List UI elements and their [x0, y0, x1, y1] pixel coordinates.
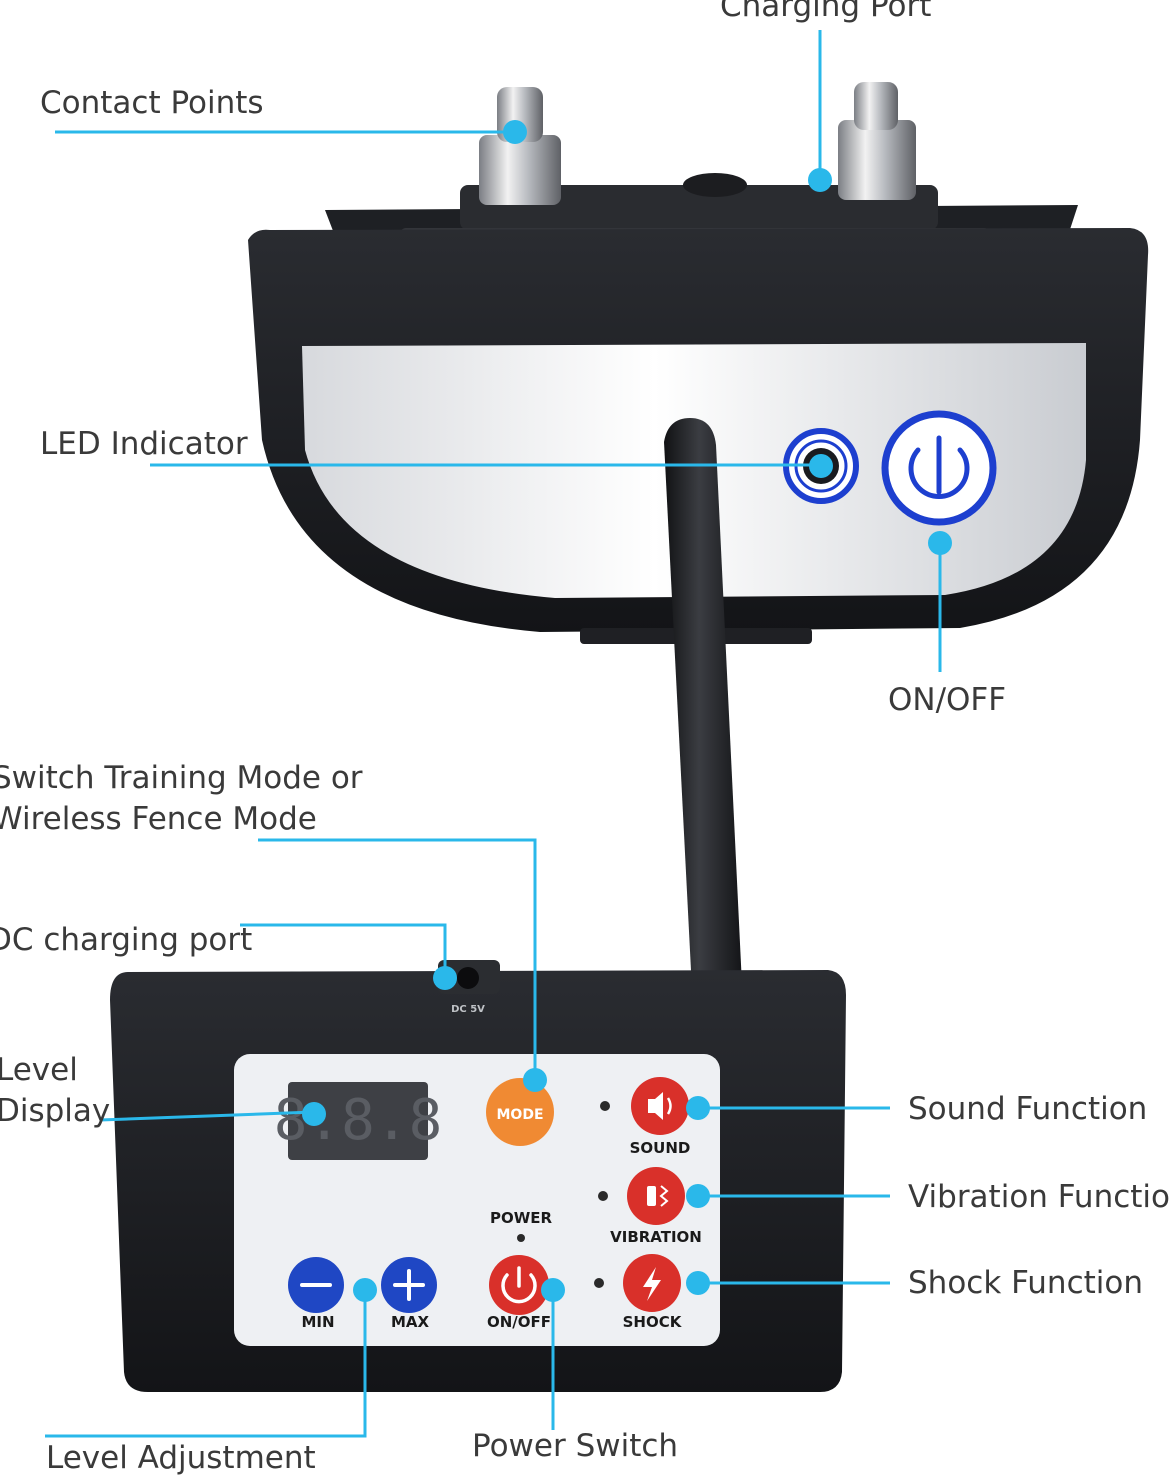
vibration-button[interactable] — [627, 1167, 685, 1225]
label-shock-function: Shock Function — [908, 1265, 1143, 1301]
callout-dot-level-display — [302, 1102, 326, 1126]
callout-dot-shock — [686, 1271, 710, 1295]
label-charging-port: Charging Port — [720, 0, 932, 24]
level-display: 8.8.8 — [274, 1082, 443, 1160]
callout-dot-power-switch — [541, 1278, 565, 1302]
contact-point-left — [479, 87, 561, 205]
label-power-switch: Power Switch — [472, 1428, 679, 1464]
remote-transmitter: DC 5V 8.8.8 MODE SOUND VIBRATION — [110, 418, 846, 1392]
shock-indicator-dot — [594, 1278, 604, 1288]
sound-indicator-dot — [600, 1101, 610, 1111]
callout-dot-led — [809, 454, 833, 478]
remote-power-button[interactable] — [489, 1255, 549, 1315]
label-contact-points: Contact Points — [40, 85, 264, 121]
charging-port-cap — [683, 173, 747, 197]
label-level-display: Level Display — [0, 1052, 111, 1129]
callout-line-level-adjust — [45, 1290, 367, 1438]
mode-button[interactable]: MODE — [486, 1078, 554, 1146]
remote-antenna — [664, 418, 742, 990]
port-marking: DC 5V — [451, 1004, 485, 1015]
callout-dot-mode — [523, 1068, 547, 1092]
min-label: MIN — [301, 1313, 334, 1331]
callout-line-mode — [258, 838, 537, 1080]
power-indicator-dot — [517, 1234, 525, 1242]
callout-dot-dc-port — [433, 966, 457, 990]
callout-dot-onoff — [928, 531, 952, 555]
label-sound-function: Sound Function — [908, 1091, 1148, 1127]
max-label: MAX — [391, 1313, 430, 1331]
vibration-indicator-dot — [598, 1191, 608, 1201]
shock-label: SHOCK — [623, 1313, 683, 1331]
collar-power-button[interactable] — [881, 410, 997, 526]
callout-line-dc-port — [240, 923, 447, 976]
callout-line-level-display — [99, 1110, 315, 1122]
label-switch-mode: Switch Training Mode or Wireless Fence M… — [0, 760, 363, 837]
label-on-off: ON/OFF — [888, 682, 1007, 718]
sound-button[interactable] — [631, 1077, 689, 1135]
min-button[interactable] — [288, 1257, 344, 1313]
vibration-label: VIBRATION — [610, 1228, 702, 1246]
speaker-icon — [648, 1092, 663, 1120]
callout-dot-contact-points — [503, 120, 527, 144]
callout-dot-vibration — [686, 1184, 710, 1208]
callout-lines — [45, 30, 942, 1438]
lightning-icon — [643, 1267, 661, 1301]
power-icon — [501, 1273, 537, 1304]
callout-dot-sound — [686, 1096, 710, 1120]
callout-dot-charging-port — [808, 168, 832, 192]
callout-dot-level-adjust — [353, 1278, 377, 1302]
label-vibration-function: Vibration Function — [908, 1179, 1170, 1215]
power-label: POWER — [490, 1209, 553, 1227]
label-level-adjustment: Level Adjustment — [46, 1440, 316, 1476]
callout-dots — [302, 120, 952, 1302]
shock-button[interactable] — [623, 1254, 681, 1312]
max-button[interactable] — [381, 1257, 437, 1313]
vibration-icon — [647, 1186, 656, 1206]
label-dc-charging-port: DC charging port — [0, 922, 253, 958]
label-led-indicator: LED Indicator — [40, 426, 248, 462]
sound-label: SOUND — [630, 1139, 691, 1157]
power-icon — [908, 447, 970, 500]
contact-point-right — [838, 82, 916, 200]
collar-top-plate — [460, 185, 938, 230]
mode-button-label: MODE — [496, 1107, 543, 1123]
onoff-label: ON/OFF — [487, 1313, 551, 1331]
display-digits: 8.8.8 — [274, 1088, 443, 1153]
